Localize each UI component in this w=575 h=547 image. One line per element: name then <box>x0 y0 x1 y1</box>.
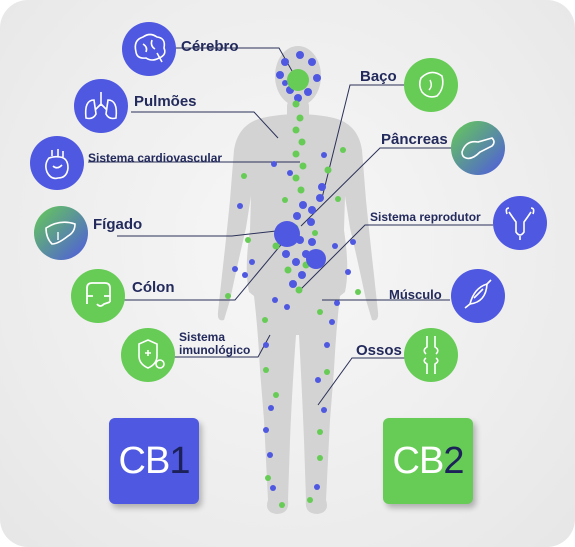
colon-icon <box>71 269 125 323</box>
heart-icon <box>30 136 84 190</box>
label-cardio: Sistema cardiovascular <box>88 151 223 165</box>
label-colon: Cólon <box>132 279 175 296</box>
label-ossos: Ossos <box>356 342 402 359</box>
spleen-icon <box>404 58 458 112</box>
label-reprodutor: Sistema reprodutor <box>370 210 481 224</box>
immune-shield-icon <box>121 328 175 382</box>
label-imuno-line2: imunológico <box>179 343 251 357</box>
label-pulmoes: Pulmões <box>134 93 197 110</box>
label-baco: Baço <box>360 68 397 85</box>
cb1-prefix: CB <box>118 439 171 482</box>
brain-cluster <box>287 69 309 91</box>
label-imuno-line1: Sistema <box>179 330 226 344</box>
bone-joint-icon <box>404 328 458 382</box>
label-figado: Fígado <box>93 216 143 233</box>
liver-icon <box>34 206 88 260</box>
cb2-prefix: CB <box>392 439 445 482</box>
uterus-icon <box>493 196 547 250</box>
pancreas-icon <box>451 121 505 175</box>
muscle-icon <box>451 269 505 323</box>
cb2-number: 2 <box>443 439 464 482</box>
label-pancreas: Pâncreas <box>381 131 448 148</box>
receptor-dots <box>225 51 361 508</box>
brain-icon <box>122 22 176 76</box>
cb1-number: 1 <box>169 439 190 482</box>
label-musculo: Músculo <box>389 287 442 302</box>
label-cerebro: Cérebro <box>181 38 239 55</box>
colon-cluster <box>306 249 326 269</box>
lungs-icon <box>74 79 128 133</box>
liver-cluster <box>274 221 300 247</box>
